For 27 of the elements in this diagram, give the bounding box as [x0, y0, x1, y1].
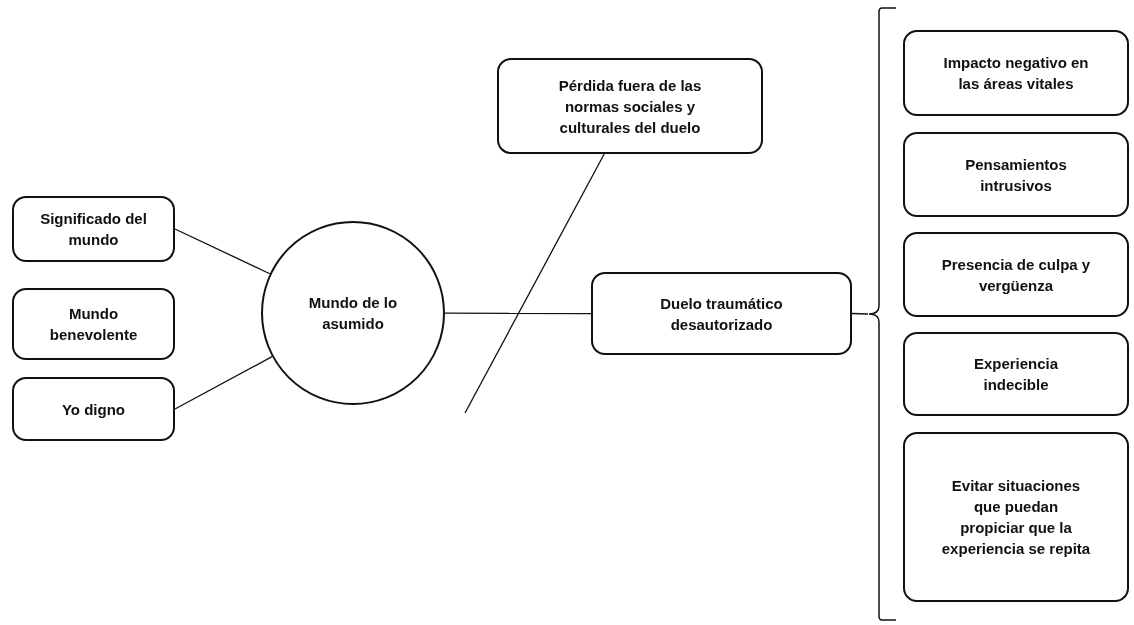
node-text: Experiencia indecible	[972, 354, 1060, 395]
connector-line	[174, 228, 271, 275]
node-text: Pérdida fuera de las normas sociales y culturales del duelo	[557, 75, 703, 138]
concept-box	[497, 58, 763, 154]
connector-line	[851, 312, 869, 315]
node-text: Yo digno	[61, 399, 125, 420]
connector-line	[464, 153, 605, 414]
node-text: Pensamientos intrusivos	[964, 154, 1068, 196]
node-text: Mundo benevolente	[48, 304, 139, 345]
node-text: Presencia de culpa y vergüenza	[940, 254, 1092, 296]
node-text: Evitar situaciones que puedan propiciar que la experiencia se repita	[941, 476, 1091, 559]
curly-bracket	[868, 6, 896, 622]
connector-line	[444, 312, 592, 315]
concept-box	[591, 272, 852, 355]
concept-box	[12, 288, 175, 360]
concept-box	[12, 196, 175, 262]
concept-box	[12, 377, 175, 441]
node-text: Duelo traumático desautorizado	[659, 293, 784, 335]
node-text: Mundo de lo asumido	[307, 293, 399, 334]
concept-box	[903, 132, 1129, 217]
connector-line	[174, 356, 273, 410]
node-text: Impacto negativo en las áreas vitales	[942, 53, 1090, 94]
node-text: Significado del mundo	[39, 209, 148, 250]
concept-box	[903, 232, 1129, 317]
concept-box	[903, 332, 1129, 416]
concept-box	[903, 432, 1129, 602]
concept-box	[903, 30, 1129, 116]
